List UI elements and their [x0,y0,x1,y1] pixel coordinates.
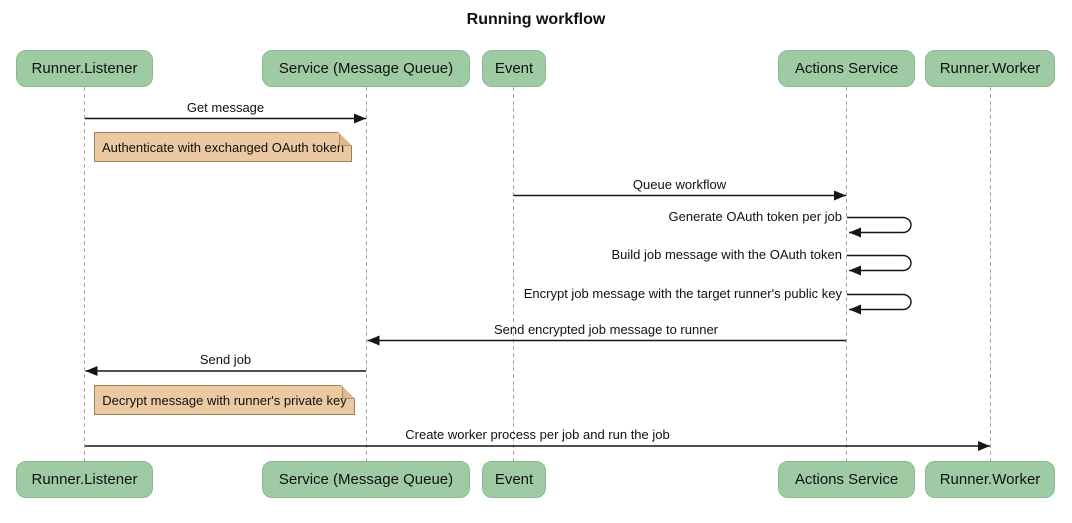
message-label-send-encrypted-job-message: Send encrypted job message to runner [493,322,719,337]
participant-bottom-runner-worker: Runner.Worker [925,461,1055,498]
participant-label: Event [494,60,534,77]
note-authenticate-oauth: Authenticate with exchanged OAuth token [94,132,352,162]
message-label-build-job-message: Build job message with the OAuth token [611,247,842,262]
participant-label: Actions Service [794,60,899,77]
participant-bottom-service-message-queue: Service (Message Queue) [262,461,470,498]
participant-bottom-event: Event [482,461,546,498]
participant-label: Service (Message Queue) [278,60,454,77]
message-label-encrypt-job-message: Encrypt job message with the target runn… [523,286,842,301]
participant-label: Runner.Worker [939,60,1041,77]
participant-label: Runner.Worker [939,471,1041,488]
participant-bottom-actions-service: Actions Service [778,461,915,498]
participant-top-actions-service: Actions Service [778,50,915,87]
message-label-send-job: Send job [199,352,252,367]
arrow-encrypt-job-message-self-loop [847,293,912,315]
note-text: Decrypt message with runner's private ke… [102,392,347,408]
participant-label: Event [494,471,534,488]
diagram-title: Running workflow [466,11,606,28]
message-label-create-worker-process: Create worker process per job and run th… [405,427,670,442]
message-label-get-message: Get message [186,100,265,115]
message-label-generate-oauth-token: Generate OAuth token per job [668,209,842,224]
arrow-generate-oauth-token-self-loop [847,216,912,238]
participant-bottom-runner-listener: Runner.Listener [16,461,153,498]
participant-label: Runner.Listener [31,60,138,77]
participant-top-runner-listener: Runner.Listener [16,50,153,87]
participant-label: Runner.Listener [31,471,138,488]
participant-top-event: Event [482,50,546,87]
participant-top-service-message-queue: Service (Message Queue) [262,50,470,87]
participant-label: Actions Service [794,471,899,488]
message-label-queue-workflow: Queue workflow [632,177,727,192]
arrow-build-job-message-self-loop [847,254,912,276]
participant-top-runner-worker: Runner.Worker [925,50,1055,87]
note-decrypt-private-key: Decrypt message with runner's private ke… [94,385,355,415]
note-text: Authenticate with exchanged OAuth token [101,139,345,155]
participant-label: Service (Message Queue) [278,471,454,488]
